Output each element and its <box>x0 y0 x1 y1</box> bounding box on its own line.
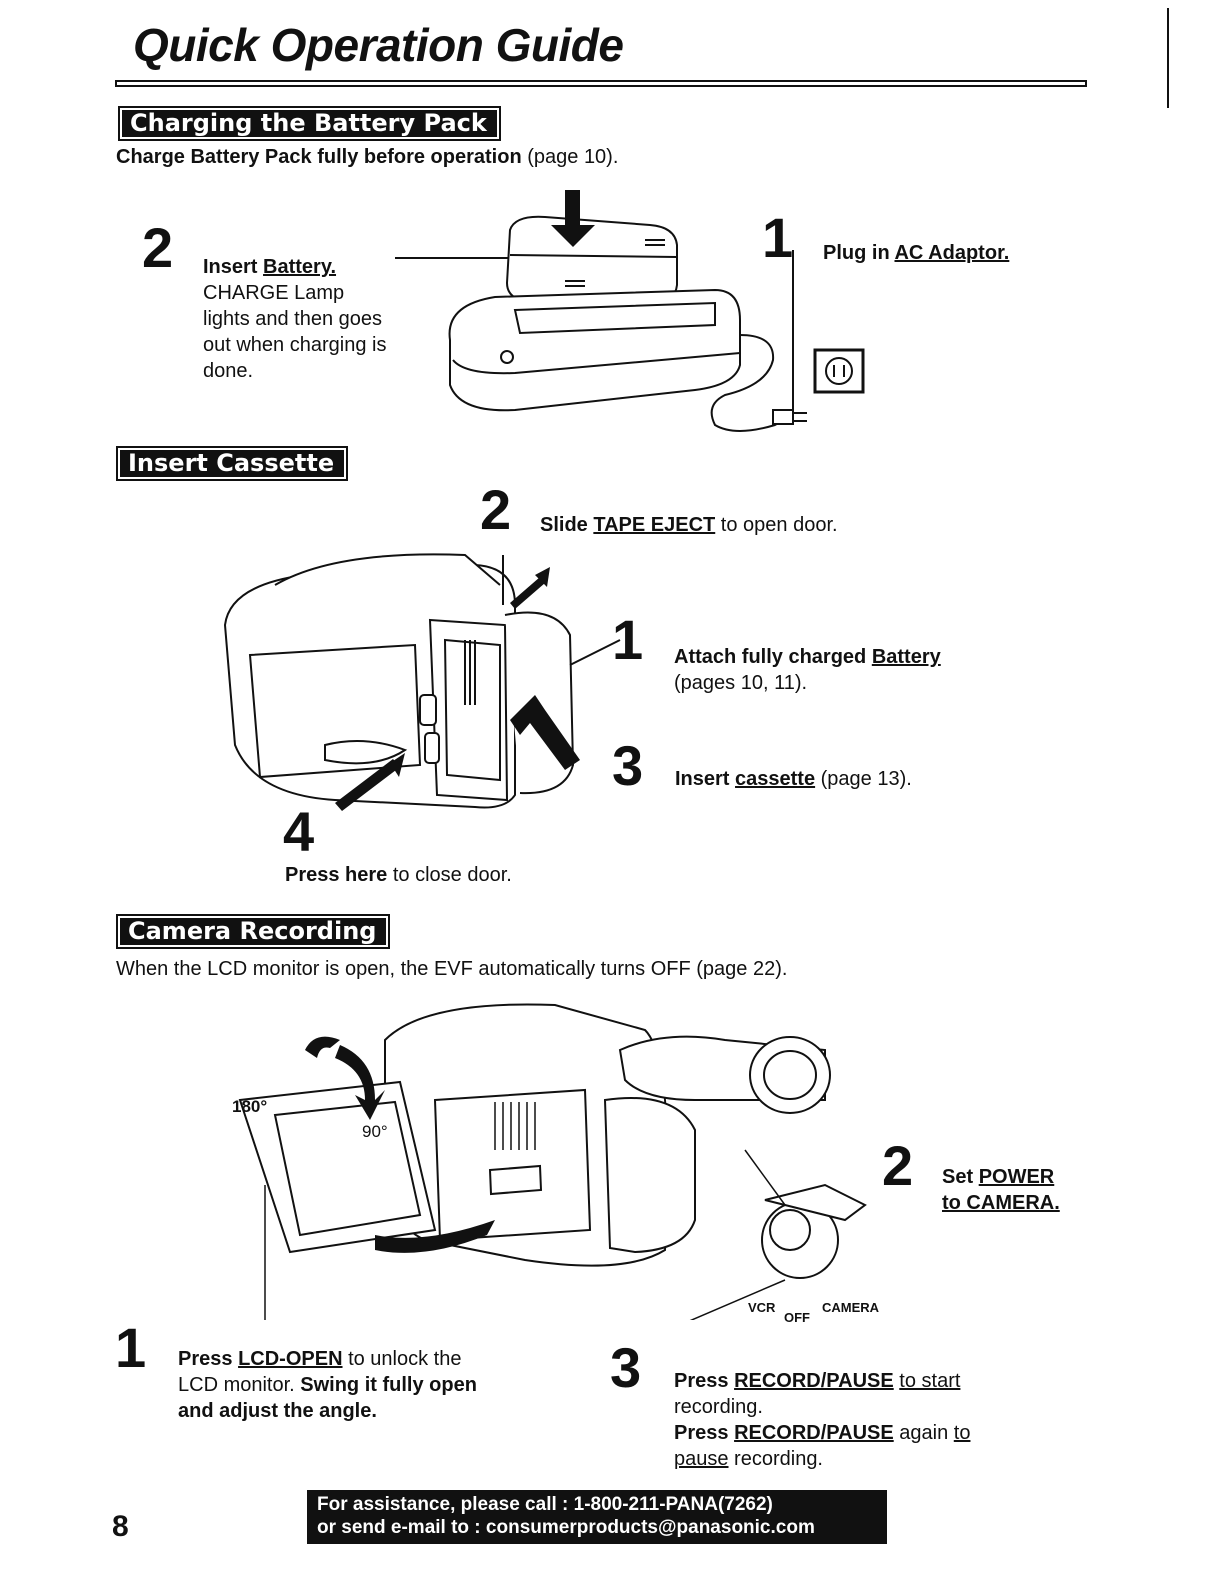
recording-step3-line3-to: to <box>953 1422 971 1444</box>
cassette-step4-number: 4 <box>283 800 315 863</box>
cassette-step2-number: 2 <box>480 478 512 541</box>
charging-step2-line2: lights and then goes <box>203 308 383 330</box>
cassette-link[interactable]: cassette <box>735 768 816 790</box>
section-heading-recording: Camera Recording <box>116 914 391 949</box>
camcorder-recording-illustration <box>238 1003 867 1320</box>
battery-charger-illustration <box>395 190 865 432</box>
cassette-step4-bold: Press here <box>285 864 388 886</box>
recording-step2-pre: Set <box>942 1166 979 1188</box>
cassette-step2-pre: Slide <box>540 514 594 536</box>
arrow-down-icon <box>551 190 595 247</box>
pause-link[interactable]: pause <box>674 1448 729 1470</box>
charging-step2-line1: CHARGE Lamp <box>203 282 345 304</box>
charging-intro: Charge Battery Pack fully before operati… <box>116 144 618 170</box>
recording-step3-number: 3 <box>610 1336 642 1399</box>
recording-step1-line2-bold: Swing it fully open <box>300 1374 477 1396</box>
dial-camera-label: CAMERA <box>822 1300 880 1315</box>
charging-step1-number: 1 <box>762 206 794 269</box>
cassette-step4-rest: to close door. <box>387 864 512 886</box>
ac-adaptor-link[interactable]: AC Adaptor. <box>894 242 1010 264</box>
cassette-step3-pre: Insert <box>675 768 736 790</box>
charging-step2-line4: done. <box>203 360 254 382</box>
record-pause-link[interactable]: RECORD/PAUSE <box>734 1370 894 1392</box>
recording-step2-text: Set POWER to CAMERA. <box>942 1164 1060 1216</box>
recording-intro: When the LCD monitor is open, the EVF au… <box>116 958 788 980</box>
charging-intro-rest: (page 10). <box>521 146 619 168</box>
assistance-box: For assistance, please call : 1-800-211-… <box>307 1490 887 1544</box>
angle-180-label: 180° <box>232 1097 268 1116</box>
cassette-step1-pre: Attach fully charged <box>674 646 872 668</box>
eject-arrow-icon <box>510 567 550 609</box>
insert-arrow-icon <box>510 695 580 770</box>
cassette-step3-rest: (page 13). <box>815 768 912 790</box>
dial-vcr-label: VCR <box>748 1300 776 1315</box>
charging-step2-line3: out when charging is <box>203 334 387 356</box>
cassette-step1-number: 1 <box>612 608 644 671</box>
assistance-email[interactable]: or send e-mail to : consumerproducts@pan… <box>317 1517 815 1538</box>
charging-step2-text: Insert Battery. CHARGE Lamp lights and t… <box>203 254 386 384</box>
lcd-open-link[interactable]: LCD-OPEN <box>238 1348 343 1370</box>
charging-step2-pre: Insert <box>203 256 264 278</box>
cassette-step3-text: Insert cassette (page 13). <box>675 766 912 792</box>
recording-step3-line3-pre: Press <box>674 1422 735 1444</box>
angle-90-label: 90° <box>362 1122 388 1141</box>
charging-step1-text: Plug in AC Adaptor. <box>823 240 1009 266</box>
charging-step2-number: 2 <box>142 216 174 279</box>
dial-off-label: OFF <box>784 1310 810 1325</box>
recording-step3-line3-rest: again <box>893 1422 954 1444</box>
recording-step2-number: 2 <box>882 1134 914 1197</box>
section-heading-cassette: Insert Cassette <box>116 446 349 481</box>
press-arrow-icon <box>335 753 405 811</box>
recording-step1-text: Press LCD-OPEN to unlock the LCD monitor… <box>178 1346 477 1424</box>
battery-link[interactable]: Battery. <box>263 256 337 278</box>
margin-rule <box>1167 8 1169 108</box>
power-link[interactable]: POWER <box>978 1166 1055 1188</box>
swing-arrow-icon <box>375 1220 495 1253</box>
charging-step1-pre: Plug in <box>823 242 895 264</box>
recording-step1-line3: and adjust the angle. <box>178 1400 377 1422</box>
charging-intro-bold: Charge Battery Pack fully before operati… <box>116 146 522 168</box>
tape-eject-link[interactable]: TAPE EJECT <box>593 514 716 536</box>
section-heading-charging: Charging the Battery Pack <box>118 106 501 141</box>
battery-attach-link[interactable]: Battery <box>871 646 941 668</box>
recording-step1-line2-pre: LCD monitor. <box>178 1374 301 1396</box>
rotate-arrow-up-icon <box>305 1036 340 1058</box>
page-number: 8 <box>112 1510 129 1543</box>
recording-step3-line2: recording. <box>674 1396 763 1418</box>
cassette-step4-text: Press here to close door. <box>285 862 512 888</box>
cassette-step2-text: Slide TAPE EJECT to open door. <box>540 512 838 538</box>
rotate-arrow-180-icon <box>335 1045 385 1120</box>
recording-step1-pre: Press <box>178 1348 239 1370</box>
recording-step1-rest: to unlock the <box>342 1348 462 1370</box>
recording-step1-number: 1 <box>115 1316 147 1379</box>
assistance-phone: For assistance, please call : 1-800-211-… <box>317 1494 773 1515</box>
cassette-step1-text: Attach fully charged Battery (pages 10, … <box>674 644 941 696</box>
recording-step3-line4-rest: recording. <box>728 1448 823 1470</box>
cassette-step2-rest: to open door. <box>715 514 838 536</box>
cassette-step1-rest: (pages 10, 11). <box>674 672 808 694</box>
title-rule <box>115 80 1087 87</box>
recording-step3-text: Press RECORD/PAUSE to start recording. P… <box>674 1368 970 1472</box>
cassette-step3-number: 3 <box>612 734 644 797</box>
recording-step3-pre: Press <box>674 1370 735 1392</box>
recording-step3-rest: to start <box>899 1370 961 1392</box>
page-title: Quick Operation Guide <box>133 19 624 71</box>
record-pause-again-link[interactable]: RECORD/PAUSE <box>734 1422 894 1444</box>
to-camera-link[interactable]: to CAMERA. <box>942 1192 1060 1214</box>
camcorder-cassette-illustration <box>223 553 621 811</box>
